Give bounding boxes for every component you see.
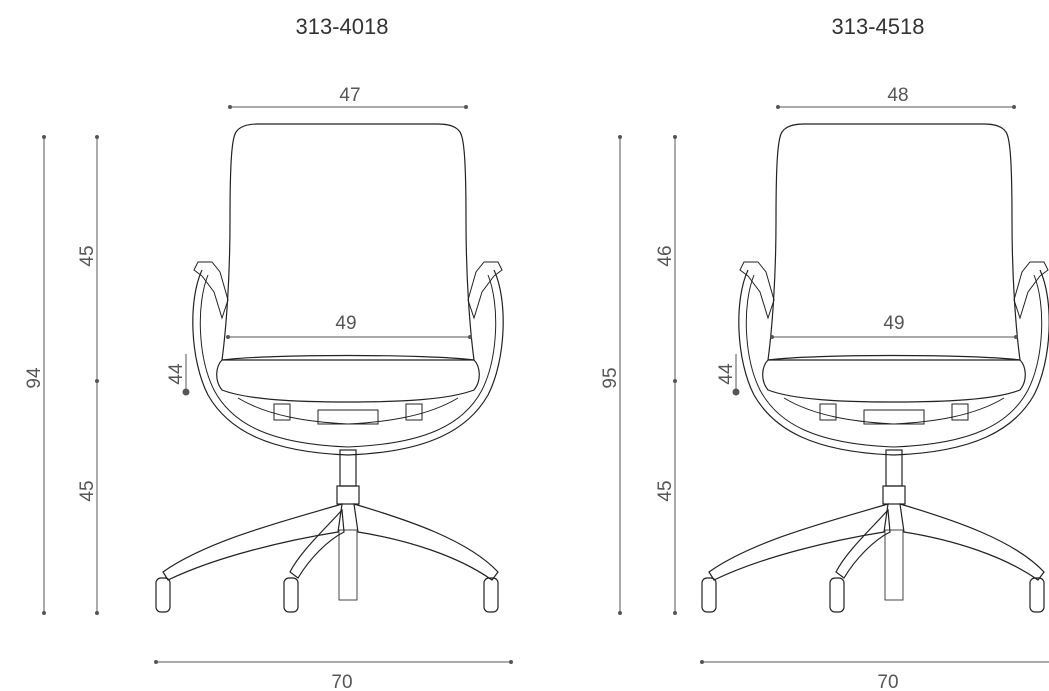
total-height-label-1: 94 <box>24 367 45 389</box>
model-title-1: 313-4018 <box>295 14 389 39</box>
seat-width-label-1: 49 <box>335 313 356 334</box>
base-width-label-2: 70 <box>877 672 898 691</box>
seat-height-label-1: 45 <box>77 480 98 501</box>
chair-313-4518-drawing <box>701 123 1049 613</box>
back-height-label-1: 45 <box>77 245 98 266</box>
armrest-height-label-1: 44 <box>166 363 187 385</box>
seat-height-label-2: 45 <box>655 480 676 501</box>
base-width-label-1: 70 <box>331 672 352 691</box>
armrest-height-label-2: 44 <box>716 363 737 385</box>
model-title-2: 313-4518 <box>831 14 925 39</box>
chair-313-4018-drawing <box>155 123 504 613</box>
seat-width-label-2: 49 <box>883 313 904 334</box>
back-width-label-1: 47 <box>339 85 360 106</box>
back-width-label-2: 48 <box>887 85 908 106</box>
total-height-label-2: 95 <box>600 367 621 388</box>
back-height-label-2: 46 <box>655 245 676 266</box>
